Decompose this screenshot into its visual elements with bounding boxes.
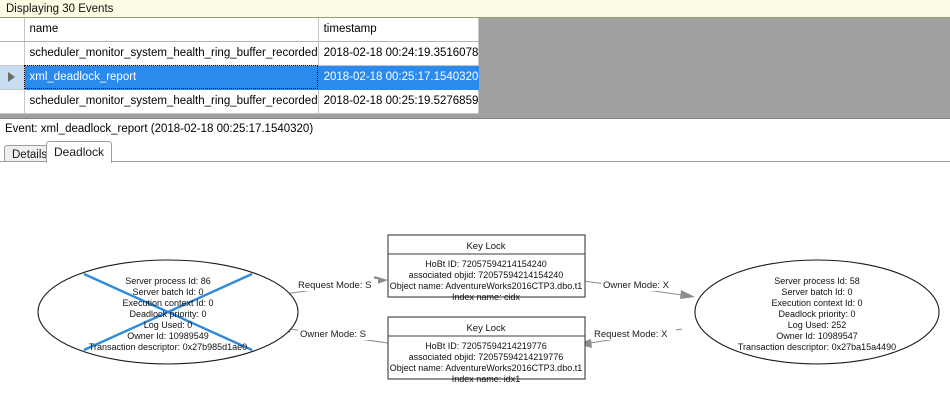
process-node-left[interactable]: Server process Id: 86 Server batch Id: 0… (37, 259, 299, 365)
process-left-line-6: Transaction descriptor: 0x27b985d1ae0 (89, 342, 247, 352)
deadlock-graph-svg: Request Mode: S Owner Mode: X Owner Mode… (37, 234, 940, 384)
row-selector-cell[interactable] (0, 89, 25, 114)
row-selector-cell[interactable] (0, 65, 25, 90)
keylock-top-line-3: Index name: cidx (452, 292, 521, 302)
process-right-line-2: Execution context Id: 0 (771, 298, 862, 308)
event-header-text: Event: xml_deadlock_report (2018-02-18 0… (5, 123, 314, 135)
table-header-row: name timestamp (0, 18, 480, 42)
cell-timestamp[interactable]: 2018-02-18 00:24:19.3516078 (318, 41, 480, 66)
cell-name[interactable]: scheduler_monitor_system_health_ring_buf… (24, 41, 319, 66)
cell-timestamp[interactable]: 2018-02-18 00:25:17.1540320 (318, 65, 480, 90)
events-table: name timestamp scheduler_monitor_system_… (0, 18, 480, 114)
process-right-line-4: Log Used: 252 (788, 320, 847, 330)
keylock-top-line-2: Object name: AdventureWorks2016CTP3.dbo.… (390, 281, 582, 291)
column-header-name[interactable]: name (24, 18, 319, 42)
table-row[interactable]: scheduler_monitor_system_health_ring_buf… (0, 89, 480, 114)
keylock-bottom-line-3: Index name: idx1 (452, 374, 521, 384)
edge-label-owner-mode-s: Owner Mode: S (300, 329, 366, 340)
cell-name[interactable]: scheduler_monitor_system_health_ring_buf… (24, 89, 319, 114)
column-header-timestamp[interactable]: timestamp (318, 18, 480, 42)
events-grid[interactable]: name timestamp scheduler_monitor_system_… (0, 18, 950, 119)
keylock-top-line-0: HoBt ID: 72057594214154240 (425, 259, 547, 269)
table-row[interactable]: scheduler_monitor_system_health_ring_buf… (0, 41, 480, 66)
deadlock-graph-canvas[interactable]: Request Mode: S Owner Mode: X Owner Mode… (0, 161, 950, 400)
process-left-line-3: Deadlock priority: 0 (129, 309, 206, 319)
event-header: Event: xml_deadlock_report (2018-02-18 0… (0, 119, 950, 139)
process-right-line-1: Server batch Id: 0 (781, 287, 852, 297)
resource-node-keylock-bottom[interactable]: Key Lock HoBt ID: 72057594214219776 asso… (387, 316, 586, 384)
tab-strip: Details Deadlock (0, 139, 950, 163)
process-right-line-6: Transaction descriptor: 0x27ba15a4490 (738, 342, 896, 352)
cell-timestamp[interactable]: 2018-02-18 00:25:19.5276859 (318, 89, 480, 114)
keylock-top-title: Key Lock (466, 241, 505, 252)
tab-deadlock[interactable]: Deadlock (46, 141, 113, 163)
process-left-line-5: Owner Id: 10989549 (127, 331, 209, 341)
keylock-bottom-line-1: associated objid: 72057594214219776 (409, 352, 564, 362)
edge-label-request-mode-s: Request Mode: S (298, 280, 371, 291)
row-selector-cell[interactable] (0, 41, 25, 66)
events-banner-text: Displaying 30 Events (6, 2, 114, 15)
resource-node-keylock-top[interactable]: Key Lock HoBt ID: 72057594214154240 asso… (387, 234, 586, 302)
edge-label-owner-mode-x: Owner Mode: X (603, 280, 670, 291)
keylock-top-line-1: associated objid: 72057594214154240 (409, 270, 564, 280)
process-left-line-0: Server process Id: 86 (125, 276, 211, 286)
process-left-line-2: Execution context Id: 0 (122, 298, 213, 308)
cell-name[interactable]: xml_deadlock_report (24, 65, 319, 90)
process-right-line-5: Owner Id: 10989547 (776, 331, 858, 341)
process-left-line-1: Server batch Id: 0 (132, 287, 203, 297)
table-row[interactable]: xml_deadlock_report 2018-02-18 00:25:17.… (0, 65, 480, 90)
column-header-selector (0, 18, 25, 42)
process-right-line-0: Server process Id: 58 (774, 276, 860, 286)
row-selector-arrow-icon (8, 71, 16, 82)
keylock-bottom-line-2: Object name: AdventureWorks2016CTP3.dbo.… (390, 363, 582, 373)
edge-label-request-mode-x: Request Mode: X (594, 329, 668, 340)
keylock-bottom-line-0: HoBt ID: 72057594214219776 (425, 341, 547, 351)
process-right-line-3: Deadlock priority: 0 (778, 309, 855, 319)
process-left-line-4: Log Used: 0 (144, 320, 193, 330)
events-banner: Displaying 30 Events (0, 0, 950, 18)
process-node-right[interactable]: Server process Id: 58 Server batch Id: 0… (694, 259, 940, 365)
keylock-bottom-title: Key Lock (466, 323, 505, 334)
victim-cross-icon (83, 272, 253, 352)
